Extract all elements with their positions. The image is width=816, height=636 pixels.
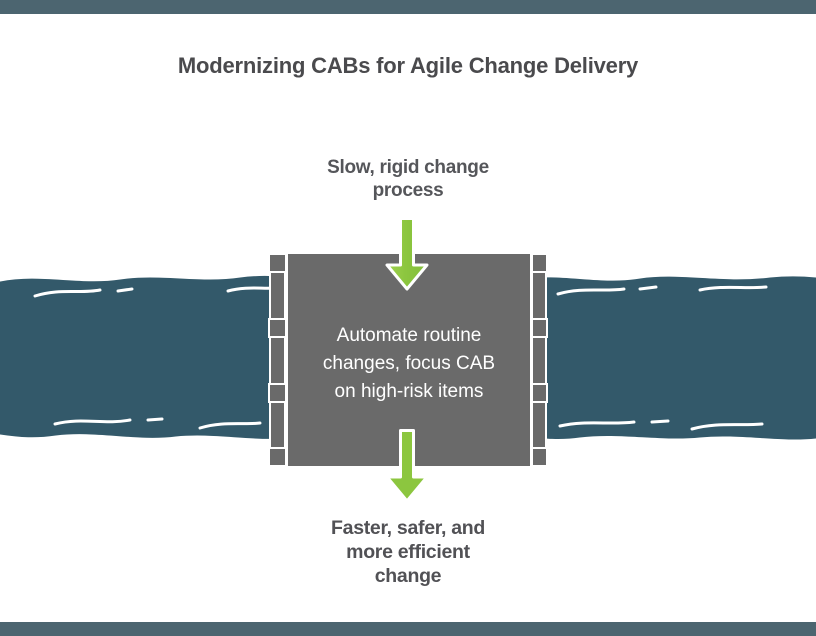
lock-rail-left bbox=[269, 253, 286, 467]
lock-action-label: Automate routine changes, focus CAB on h… bbox=[285, 322, 533, 406]
bottom-accent-bar bbox=[0, 622, 816, 636]
down-arrow-icon bbox=[385, 217, 429, 291]
lock-label-line2: changes, focus CAB bbox=[322, 353, 496, 374]
after-state-label: Faster, safer, and more efficient change bbox=[0, 516, 816, 588]
lock-label-line1: Automate routine bbox=[336, 325, 482, 346]
before-label-line2: process bbox=[372, 180, 444, 201]
wave-lines-left bbox=[0, 272, 297, 442]
before-state-label: Slow, rigid change process bbox=[0, 156, 816, 202]
wave-lines-right bbox=[520, 273, 816, 443]
lock-label-line3: on high-risk items bbox=[334, 381, 484, 402]
river-right bbox=[522, 274, 816, 442]
page-title: Modernizing CABs for Agile Change Delive… bbox=[177, 53, 639, 78]
after-label-line2: more efficient bbox=[346, 541, 470, 563]
river-left bbox=[0, 274, 295, 441]
after-label-line1: Faster, safer, and bbox=[331, 517, 485, 539]
before-label-line1: Slow, rigid change bbox=[327, 157, 489, 178]
after-label-line3: change bbox=[374, 565, 442, 587]
down-arrow-icon bbox=[385, 429, 429, 503]
river-illustration bbox=[0, 272, 816, 443]
top-accent-bar bbox=[0, 0, 816, 14]
